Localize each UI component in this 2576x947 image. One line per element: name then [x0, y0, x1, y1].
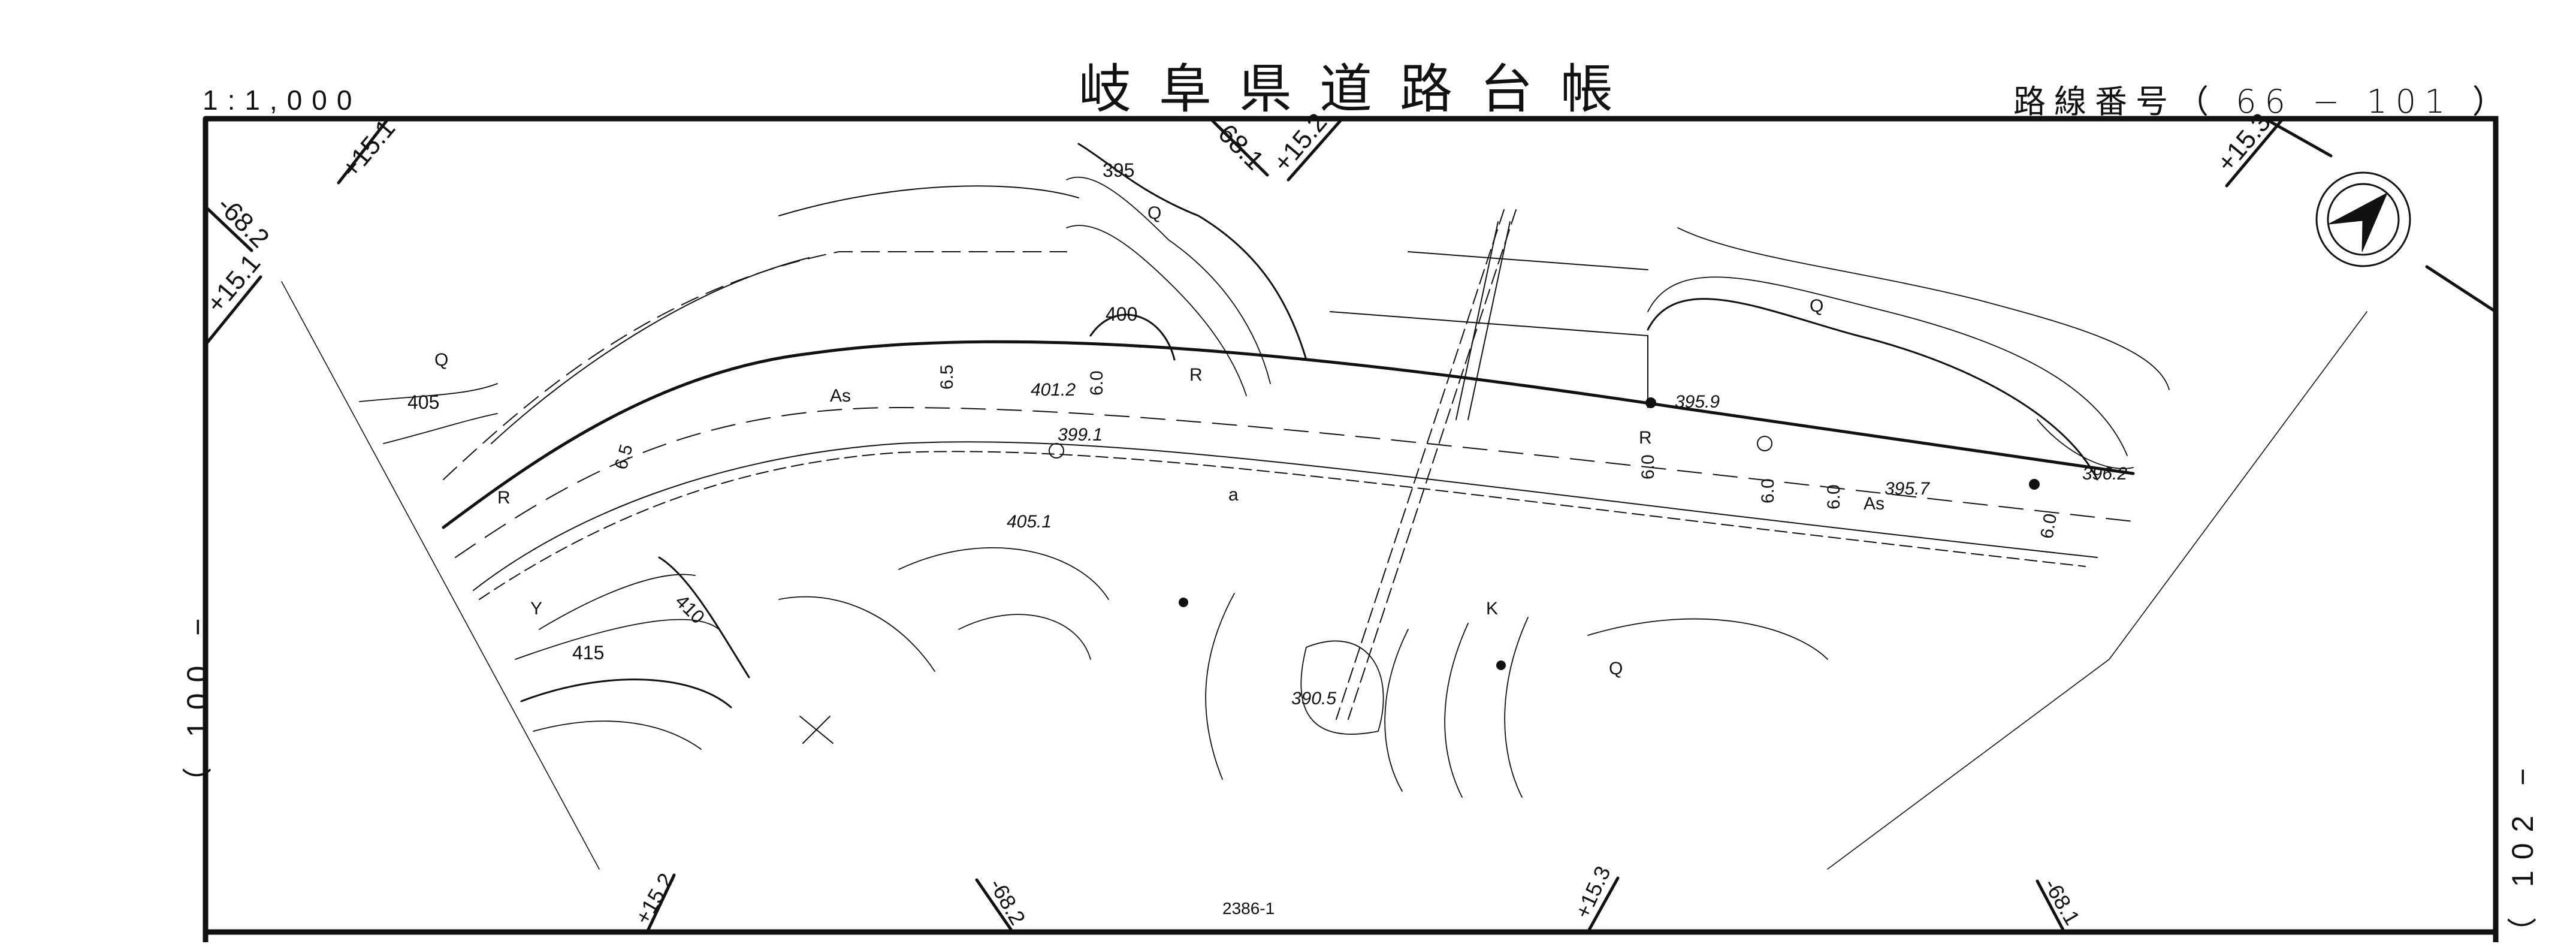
sheet-title: 岐阜県道路台帳	[1079, 58, 1641, 120]
road-width: 6.0	[1758, 478, 1778, 503]
grid-ticks	[204, 117, 2498, 934]
section-lines	[281, 281, 2367, 870]
road-surface-label: As	[830, 386, 851, 406]
symbol-Q: Q	[1810, 296, 1823, 316]
spot-height: 401.2	[1031, 380, 1076, 400]
symbol-Y: Y	[530, 599, 542, 619]
scale-label: 1:1,000	[203, 85, 362, 116]
spot-height: 399.1	[1058, 425, 1103, 445]
symbol-R: R	[497, 488, 511, 508]
grid-label-bottom-1: +15.2	[630, 869, 678, 928]
grid-label-top-1: +15.1	[336, 114, 401, 184]
road-width: 6.5	[611, 442, 637, 472]
symbol-Q: Q	[1147, 203, 1161, 223]
cross-mark-icon	[799, 716, 833, 744]
pipeline	[1336, 209, 1517, 720]
contour-labels: 395 400 405 410 415	[407, 159, 1137, 663]
symbol-R: R	[1639, 428, 1652, 448]
road-edges	[442, 340, 2135, 600]
road-width: 6.0	[1638, 454, 1658, 479]
road-width: 6.0	[2037, 512, 2061, 540]
land-use-symbols: R R R Q Q Q Q K a Y	[434, 203, 1823, 678]
contour-label-415: 415	[572, 642, 604, 663]
spot-height: 390.5	[1291, 689, 1336, 708]
road-width: 6.5	[937, 364, 957, 390]
road-annotations: As As 6.5 6.0 6.5 6.0 6.0 6.0 6.0	[611, 364, 2061, 540]
grid-labels: +15.1 -68.2 +15.1 -68.1 +15.2 +15.3 +15.…	[201, 108, 2276, 929]
north-arrow-icon	[2315, 171, 2411, 267]
spot-height: 395.9	[1675, 392, 1720, 412]
road-width: 6.0	[1824, 484, 1844, 509]
benchmark-symbols	[1049, 436, 1772, 459]
contour-label-400: 400	[1106, 303, 1137, 325]
spot-height: 395.7	[1885, 479, 1930, 499]
symbol-Q: Q	[1609, 659, 1623, 678]
road-surface-label: As	[1864, 494, 1885, 514]
symbol-Q: Q	[434, 350, 448, 370]
contour-lines	[359, 143, 2170, 798]
spot-heights: 401.2 399.1 405.1 395.9 395.7 396.2 390.…	[1007, 380, 2127, 708]
contour-label-395: 395	[1103, 159, 1134, 181]
road-width: 6.0	[1087, 370, 1107, 396]
upper-slopes	[443, 185, 1648, 480]
map-id: 2386-1	[1222, 899, 1275, 918]
grid-label-bottom-4: -68.1	[2039, 874, 2085, 930]
route-number-label: 路線番号（ 66 − 101 ）	[2013, 83, 2513, 120]
contour-label-405: 405	[407, 391, 439, 413]
spot-height: 396.2	[2082, 464, 2127, 484]
symbol-a: a	[1228, 485, 1239, 505]
map-frame	[203, 116, 2499, 942]
spot-dots	[1179, 397, 2040, 670]
symbol-K: K	[1486, 599, 1498, 619]
symbol-R: R	[1189, 365, 1203, 385]
spot-height: 405.1	[1007, 512, 1052, 532]
